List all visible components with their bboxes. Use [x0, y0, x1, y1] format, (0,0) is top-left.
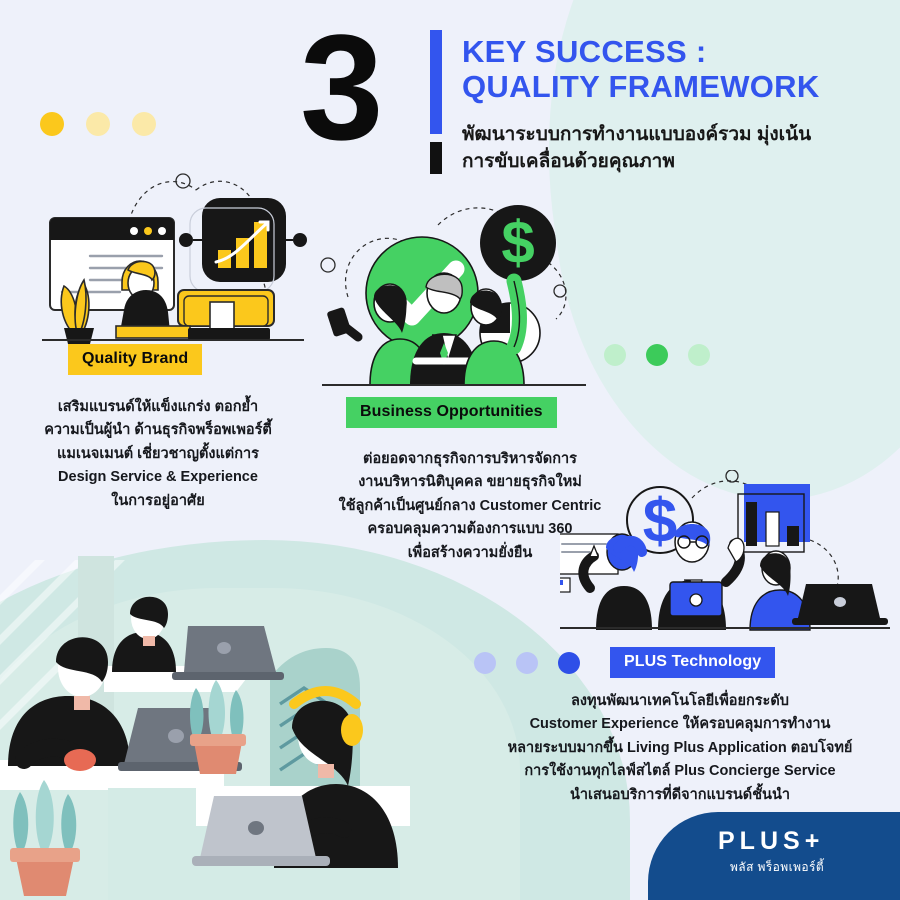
page-title-line-2: QUALITY FRAMEWORK — [462, 69, 820, 105]
plus-icon: + — [804, 827, 825, 855]
decorative-dot-yellow-3 — [132, 112, 156, 136]
illustration-business-opportunities: $ — [320, 205, 586, 386]
copy-line: ความเป็นผู้นำ ด้านธุรกิจพร็อพเพอร์ตี้ — [44, 422, 272, 439]
page-title-line-1: KEY SUCCESS : — [462, 34, 707, 69]
copy-line: การใช้งานทุกไลฟ์สไตล์ Plus Concierge Ser… — [524, 763, 836, 780]
svg-text:$: $ — [501, 209, 534, 276]
copy-plus-technology: ลงทุนพัฒนาเทคโนโลยีเพื่อยกระดับ Customer… — [470, 690, 890, 807]
header: 3 — [300, 3, 880, 171]
badge-business-opportunities[interactable]: Business Opportunities — [346, 397, 557, 428]
page-title: KEY SUCCESS : QUALITY FRAMEWORK — [462, 34, 882, 105]
decorative-dot-green-3 — [688, 344, 710, 366]
decorative-dot-green-2 — [646, 344, 668, 366]
copy-line: งานบริหารนิติบุคคล ขยายธุรกิจใหม่ — [358, 474, 582, 491]
decorative-dot-blue-3 — [558, 652, 580, 674]
decorative-dot-blue-1 — [474, 652, 496, 674]
logo-wordmark: PLUS+ — [718, 827, 824, 856]
page-subtitle: พัฒนาระบบการทำงานแบบองค์รวม มุ่งเน้น การ… — [462, 122, 892, 176]
copy-line: แมเนจเมนต์ เชี่ยวชาญตั้งแต่การ — [57, 445, 259, 462]
header-divider-dark — [430, 142, 442, 174]
logo-tagline: พลัส พร็อพเพอร์ตี้ — [730, 860, 825, 874]
copy-line: เพื่อสร้างความยั่งยืน — [407, 544, 533, 561]
svg-text:$: $ — [643, 487, 677, 556]
decorative-dot-green-1 — [604, 344, 626, 366]
section-number: 3 — [300, 3, 383, 171]
copy-line: นำเสนอบริการที่ดีจากแบรนด์ชั้นนำ — [569, 786, 791, 803]
copy-business-opportunities: ต่อยอดจากธุรกิจการบริหารจัดการ งานบริหาร… — [300, 448, 640, 565]
page-subtitle-line-2: การขับเคลื่อนด้วยคุณภาพ — [462, 150, 675, 172]
badge-plus-technology[interactable]: PLUS Technology — [610, 647, 776, 678]
copy-line: Design Service & Experience — [58, 469, 258, 486]
decorative-dot-blue-2 — [516, 652, 538, 674]
copy-line: เสริมแบรนด์ให้แข็งแกร่ง ตอกย้ำ — [57, 399, 259, 415]
illustration-plus-technology: $ — [560, 470, 890, 631]
copy-line: ครอบคลุมความต้องการแบบ 360 — [367, 521, 573, 538]
copy-quality-brand: เสริมแบรนด์ให้แข็งแกร่ง ตอกย้ำ ความเป็นผ… — [8, 396, 308, 513]
copy-line: ลงทุนพัฒนาเทคโนโลยีเพื่อยกระดับ — [571, 693, 789, 709]
logo-panel — [648, 812, 900, 900]
page-subtitle-line-1: พัฒนาระบบการทำงานแบบองค์รวม มุ่งเน้น — [462, 124, 812, 145]
header-divider-accent — [430, 30, 442, 134]
illustration-office-team — [0, 556, 410, 900]
illustration-quality-brand — [42, 173, 307, 344]
copy-line: หลายระบบมากขึ้น Living Plus Application … — [507, 739, 853, 756]
decorative-dot-yellow-1 — [40, 112, 64, 136]
copy-line: ในการอยู่อาศัย — [111, 492, 205, 509]
logo-text: PLUS — [718, 827, 805, 855]
badge-quality-brand[interactable]: Quality Brand — [68, 344, 203, 375]
copy-line: ใช้ลูกค้าเป็นศูนย์กลาง Customer Centric — [338, 497, 602, 514]
copy-line: ต่อยอดจากธุรกิจการบริหารจัดการ — [363, 451, 577, 467]
copy-line: Customer Experience ให้ครอบคลุมการทำงาน — [529, 716, 831, 733]
decorative-dot-yellow-2 — [86, 112, 110, 136]
